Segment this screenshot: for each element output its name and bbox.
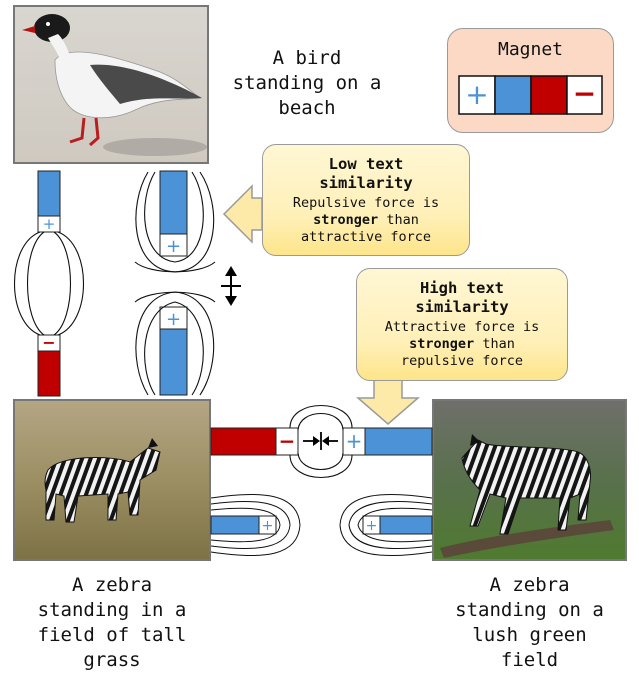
zebra-grass-photo xyxy=(13,399,211,561)
north-pole-label: + xyxy=(366,518,378,534)
callout-body: Attractive force is stronger than repuls… xyxy=(357,319,567,370)
callout-body-strong: stronger xyxy=(409,336,475,352)
magnet-legend: Magnet xyxy=(447,28,614,133)
high-similarity-callout: High text similarity Attractive force is… xyxy=(356,268,568,381)
zebra-icon xyxy=(44,438,161,523)
bird-icon xyxy=(22,14,202,147)
bird-caption: A bird standing on a beach xyxy=(232,47,382,119)
middle-repelling-pair: + + xyxy=(134,170,241,396)
bird-photo xyxy=(13,5,209,164)
left-attracting-pair: + − xyxy=(14,170,84,397)
field-line xyxy=(14,231,41,336)
zebra-icon xyxy=(461,434,591,535)
low-callout-arrow xyxy=(222,184,263,244)
field-line xyxy=(53,231,72,336)
north-pole-label: + xyxy=(43,215,56,233)
north-pole-label: + xyxy=(262,518,274,534)
field-line xyxy=(57,231,84,336)
zebra-field-caption: A zebra standing on a lush green field xyxy=(455,574,604,671)
bird-shadow xyxy=(103,138,207,156)
attract-arrow-icon xyxy=(303,432,338,450)
callout-title: Low text similarity xyxy=(319,155,413,192)
callout-body-strong: stronger xyxy=(313,212,379,228)
callout-title: High text similarity xyxy=(415,279,509,316)
log xyxy=(440,520,614,558)
repel-arrow-icon xyxy=(221,266,241,306)
north-pole-label: + xyxy=(166,309,181,330)
legend-label: Magnet xyxy=(497,39,564,60)
bottom-right-magnet: + xyxy=(339,493,433,557)
callout-body-text: than attractive force xyxy=(300,212,432,245)
south-pole-label: − xyxy=(279,429,296,453)
callout-body: Repulsive force is stronger than attract… xyxy=(263,195,469,246)
callout-body-text: Repulsive force is xyxy=(292,195,440,211)
south-pole-label: − xyxy=(42,333,55,352)
zebra-field-photo xyxy=(432,399,627,561)
zebra-grass-caption: A zebra standing in a field of tall gras… xyxy=(37,574,187,671)
north-pole-label: + xyxy=(346,429,363,453)
field-line xyxy=(26,231,45,336)
north-pole-label: + xyxy=(166,236,181,257)
high-callout-arrow xyxy=(355,379,421,425)
center-attracting-pair: − + xyxy=(210,404,433,479)
callout-body-text: than repulsive force xyxy=(401,336,523,369)
bottom-left-magnet: + xyxy=(210,493,301,557)
callout-body-text: Attractive force is xyxy=(384,319,540,335)
low-similarity-callout: Low text similarity Repulsive force is s… xyxy=(262,144,470,256)
